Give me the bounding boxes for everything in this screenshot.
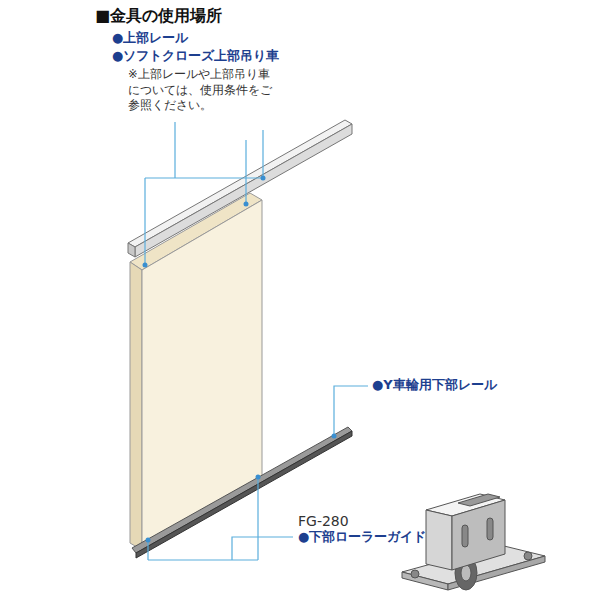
upper-rail-end: [128, 243, 135, 257]
part-name: ●下部ローラーガイド: [298, 529, 426, 546]
part-name: ●ソフトクローズ上部吊り車: [112, 48, 279, 65]
part-name: ●上部レール: [112, 30, 188, 47]
note: ※上部レールや上部吊り車については、使用条件をご参照ください。: [128, 67, 278, 114]
model-number: FG-280: [298, 512, 349, 530]
door-edge: [130, 262, 142, 550]
leader-lines: [145, 122, 368, 560]
section-title: ■金具の使用場所: [95, 6, 222, 27]
part-name: ●Y車輪用下部レール: [372, 377, 497, 394]
leader-dots: [143, 176, 337, 543]
